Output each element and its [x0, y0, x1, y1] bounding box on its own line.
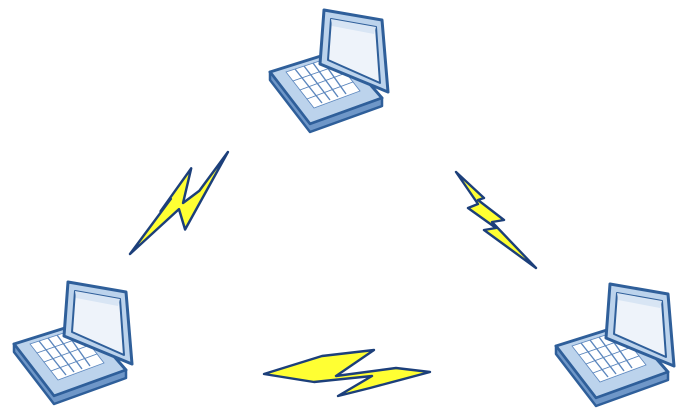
lightning-bolt-icon: [130, 152, 228, 254]
lightning-bolt-icon: [456, 172, 536, 268]
lightning-bolt-icon: [264, 350, 430, 396]
laptop-icon: [270, 10, 388, 132]
laptop-icon: [14, 282, 132, 404]
laptop-icon: [556, 284, 674, 406]
